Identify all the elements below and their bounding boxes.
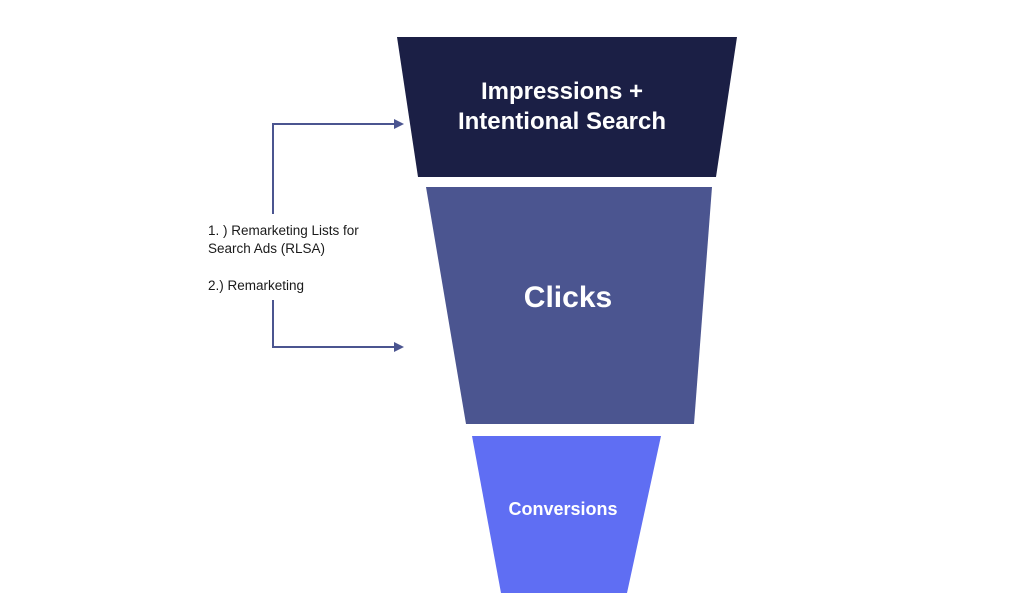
stage-impressions — [397, 37, 737, 177]
annotation-item2: 2.) Remarketing — [208, 278, 304, 293]
stage-conversions — [472, 436, 661, 593]
stage-conversions-label: Conversions — [508, 499, 617, 519]
annotation-item1-line1: 1. ) Remarketing Lists for — [208, 223, 359, 238]
stage-impressions-label-line2: Intentional Search — [458, 108, 666, 135]
arrow-to-clicks — [272, 300, 404, 352]
stage-impressions-label-line1: Impressions + — [481, 78, 643, 105]
stage-clicks-label: Clicks — [524, 281, 612, 314]
arrow-to-impressions — [272, 119, 404, 214]
annotation-item1-line2: Search Ads (RLSA) — [208, 241, 325, 256]
stage-clicks — [426, 187, 712, 424]
